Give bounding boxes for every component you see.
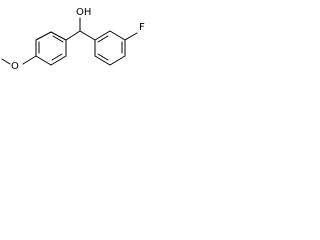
- ring-left-bond: [50, 55, 67, 66]
- left-ring-to-carbinol-bond: [65, 30, 81, 41]
- carbinol-to-right-ring-bond: [79, 30, 96, 41]
- hydroxyl-label: OH: [76, 7, 91, 18]
- ring-right-bond: [94, 30, 111, 41]
- methoxy-oxygen-label: O: [11, 61, 19, 72]
- ring-left-double-bond: [52, 35, 64, 43]
- ring-left-bond: [50, 31, 67, 41]
- methoxy-group: O: [1, 55, 37, 72]
- ring-right-bond: [109, 30, 126, 41]
- chemical-structure-diagram: O OH F: [1, 7, 145, 72]
- methoxy-o-bond: [22, 55, 37, 65]
- ring-left-bond: [35, 55, 52, 66]
- ring-right-double-bond: [97, 35, 109, 43]
- fluoro-bond: [124, 32, 138, 41]
- fluorophenyl-ring: [94, 30, 126, 66]
- ring-right-double-bond: [97, 53, 109, 61]
- fluoro-group: F: [124, 22, 145, 41]
- methoxyphenyl-ring: [35, 31, 67, 66]
- ring-right-bond: [109, 55, 126, 66]
- fluorine-label: F: [139, 22, 145, 33]
- methyl-bond: [1, 58, 11, 65]
- ring-right-bond: [94, 55, 111, 66]
- carbinol-center: OH: [65, 7, 96, 41]
- ring-left-double-bond: [51, 53, 63, 61]
- ring-left-bond: [35, 31, 52, 41]
